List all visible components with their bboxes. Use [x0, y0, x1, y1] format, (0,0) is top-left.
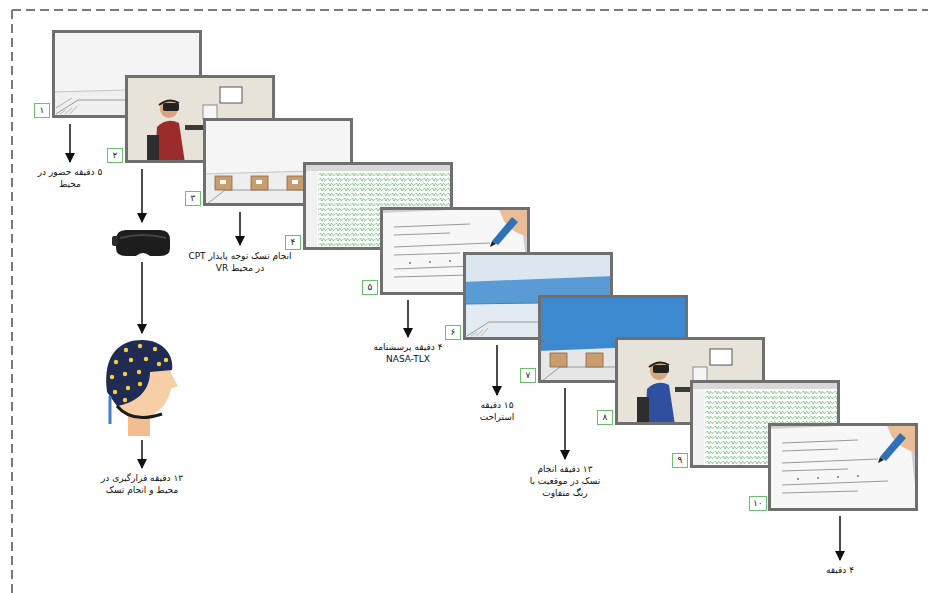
step-caption: انجام تسک توجه پایدار CPT در محیط VR: [188, 250, 292, 274]
step-caption: ۵ دقیقه حضور در محیط: [34, 166, 106, 190]
step-number: ۸: [597, 410, 613, 425]
step-number-text: ۱۰: [753, 498, 763, 508]
step-number-text: ۱: [40, 105, 45, 115]
step-number-text: ۸: [603, 412, 608, 422]
step-number-text: ۶: [451, 327, 456, 337]
step-number: ۹: [672, 453, 688, 468]
step-number-text: ۴: [291, 237, 296, 247]
step-number: ۷: [520, 368, 536, 383]
step-number-text: ۲: [113, 150, 118, 160]
step-number-text: ۷: [526, 370, 531, 380]
step-number-text: ۵: [368, 282, 373, 292]
step-caption: ۴ دقیقه: [808, 564, 872, 576]
step-caption: ۴ دقیقه پرسشنامه NASA-TLX: [366, 341, 450, 365]
step-number-text: ۳: [191, 193, 196, 203]
step-number: ۲: [107, 148, 123, 163]
step-number: ۱۰: [749, 496, 767, 511]
step-caption: ۱۳ دقیقه انجام تسک در موقعیت با رنگ متفا…: [529, 463, 601, 499]
step-number: ۵: [362, 280, 378, 295]
step-caption: ۱۵ دقیقه استراحت: [464, 399, 530, 423]
step-number: ۳: [185, 191, 201, 206]
step-number-text: ۹: [678, 455, 683, 465]
step-caption: ۱۳ دقیقه قرارگیری در محیط و انجام تسک: [94, 472, 190, 496]
step-number: ۶: [445, 325, 461, 340]
step-number: ۴: [285, 235, 301, 250]
step-number: ۱: [34, 103, 50, 118]
